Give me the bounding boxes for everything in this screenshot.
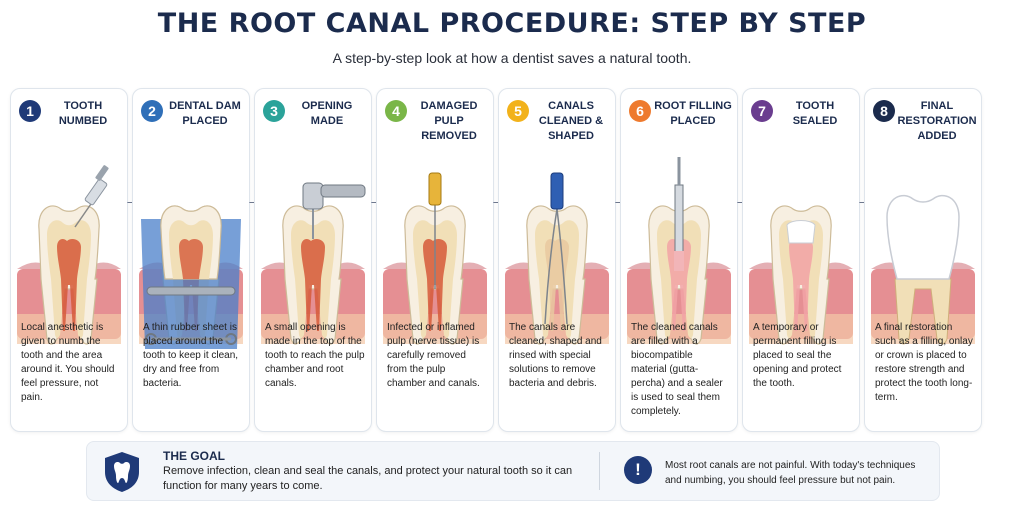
step-title: Final Restoration Added [897, 100, 977, 142]
step-description: A small opening is made in the top of th… [265, 322, 365, 389]
shield-tooth-icon [105, 452, 139, 492]
step-card: 6Root Filling PlacedThe cleaned canals a… [620, 88, 738, 432]
step-number-badge: 1 [19, 100, 41, 122]
tooth-illustration [871, 194, 975, 345]
step-number-badge: 5 [507, 100, 529, 122]
step-number-badge: 3 [263, 100, 285, 122]
step-number-badge: 7 [751, 100, 773, 122]
page-subtitle: A step-by-step look at how a dentist sav… [332, 50, 692, 66]
step-card: 4 Damaged Pulp RemovedInfected or inflame… [376, 88, 494, 432]
page-title: THE ROOT CANAL PROCEDURE: STEP BY STEP [157, 8, 867, 39]
goal-note: Most root canals are not painful. With t… [665, 460, 916, 486]
step-card: 3 Opening Made A small opening is made in … [254, 88, 372, 432]
step-title: Root Filling Placed [654, 100, 732, 127]
step-description: Infected or inflamed pulp (nerve tissue)… [387, 322, 480, 389]
goal-title: THE GOAL [163, 449, 225, 463]
step-title: Canals Cleaned & Shaped [538, 100, 604, 142]
tooth-illustration [627, 157, 731, 345]
step-card: 7 Tooth Sealed A temporary or permanent fi… [742, 88, 860, 432]
step-number-badge: 6 [629, 100, 651, 122]
step-description: A temporary or permanent filling is plac… [753, 322, 842, 389]
step-title: Opening Made [301, 100, 353, 127]
tooth-illustration [505, 172, 609, 345]
step-title: Tooth Numbed [58, 100, 108, 127]
step-number-badge: 2 [141, 100, 163, 122]
step-description: A final restoration such as a filling, o… [875, 322, 973, 403]
step-card: 8Final Restoration Added A final restorat… [864, 88, 982, 432]
step-description: The cleaned canals are filled with a bio… [631, 322, 723, 417]
tooth-illustration [383, 172, 487, 345]
step-description: The canals are cleaned, shaped and rinse… [509, 322, 602, 389]
goal-text: Remove infection, clean and seal the can… [163, 465, 573, 492]
step-title: Damaged Pulp Removed [420, 100, 478, 142]
goal-panel: THE GOAL Remove infection, clean and sea… [86, 441, 940, 501]
step-number-badge: 4 [385, 100, 407, 122]
tooth-illustration [749, 205, 853, 345]
tooth-illustration [261, 182, 366, 345]
step-card: 5 Canals Cleaned & ShapedThe canals are c… [498, 88, 616, 432]
goal-divider [599, 452, 600, 490]
step-title: Dental Dam Placed [169, 100, 241, 127]
step-number-badge: 8 [873, 100, 895, 122]
step-card: 1 Tooth NumbedLocal anesthetic is given t… [10, 88, 128, 432]
step-title: Tooth Sealed [792, 100, 838, 127]
step-description: A thin rubber sheet is placed around the… [143, 322, 239, 389]
step-card: 2 Dental Dam Placed A thin rubber sheet is… [132, 88, 250, 432]
tooth-illustration [139, 205, 243, 349]
tooth-illustration [17, 165, 121, 345]
step-description: Local anesthetic is given to numb the to… [21, 322, 115, 403]
info-icon: ! [624, 456, 652, 484]
